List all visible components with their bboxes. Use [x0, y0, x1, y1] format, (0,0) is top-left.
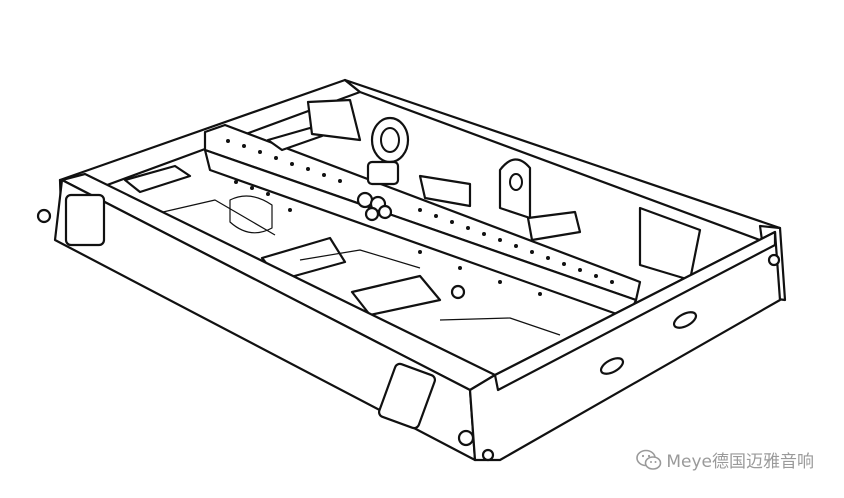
front-handles	[64, 193, 698, 430]
corner-bolts	[36, 208, 781, 462]
lifting-shackle	[356, 116, 410, 222]
lug-plate	[498, 158, 532, 220]
front-rail	[53, 172, 782, 462]
cross-members	[123, 98, 702, 336]
beam-holes	[226, 139, 614, 296]
watermark: Meye德国迈雅音响	[636, 447, 814, 472]
watermark-text: Meye德国迈雅音响	[666, 452, 814, 472]
wechat-icon	[636, 449, 662, 470]
